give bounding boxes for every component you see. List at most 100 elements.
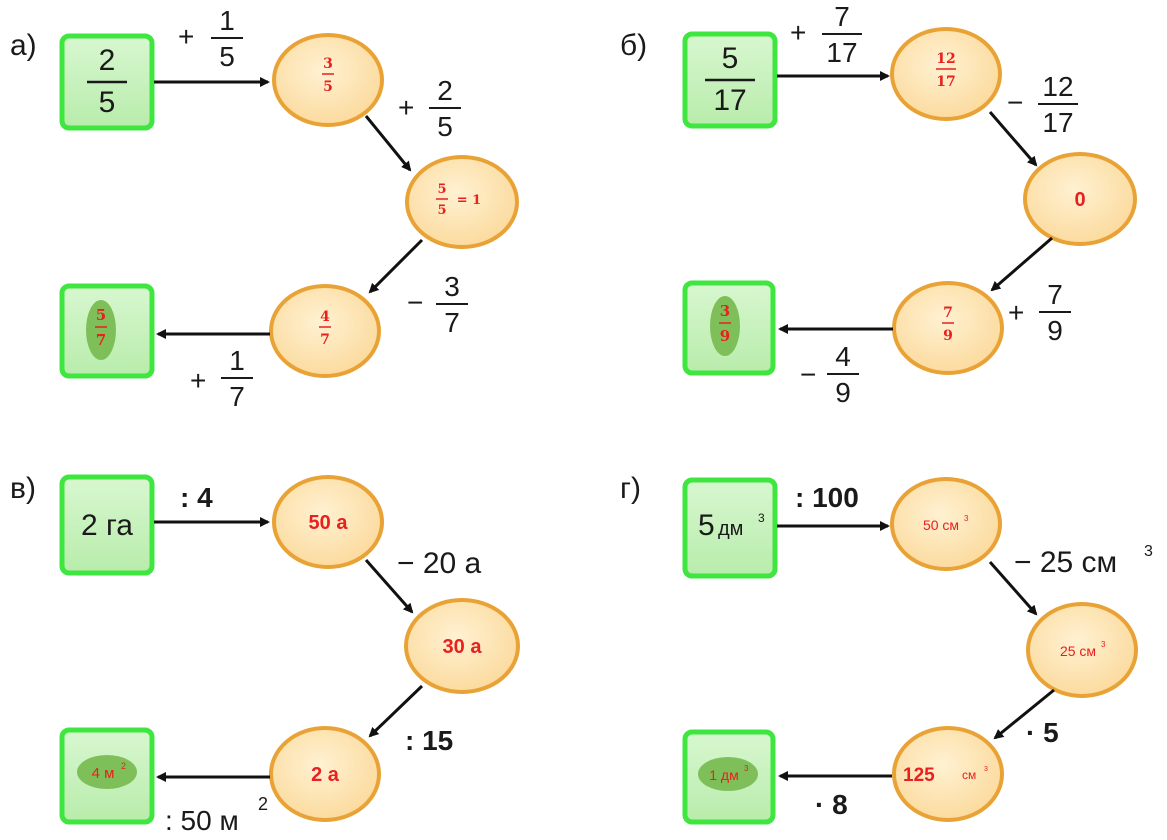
node-3: 7 9 — [892, 281, 1004, 375]
operation-2: + 2 5 — [398, 75, 461, 142]
start-numerator: 2 — [99, 44, 116, 77]
node-1: 50 см 3 — [890, 477, 1002, 571]
svg-text:3: 3 — [964, 514, 969, 523]
svg-text:−: − — [800, 359, 816, 390]
svg-text:7: 7 — [834, 1, 850, 32]
operation-3: + 7 9 — [1008, 279, 1071, 346]
svg-text:12: 12 — [1042, 71, 1073, 102]
svg-text:1: 1 — [229, 345, 245, 376]
diagram-v: в) 2 га : 4 50 а − 20 а 30 а : 15 2 а : … — [10, 472, 520, 836]
node-1: 3 5 — [272, 33, 384, 127]
node-1: 12 17 — [890, 27, 1002, 121]
svg-text:30 а: 30 а — [443, 636, 483, 658]
svg-text:3: 3 — [758, 511, 765, 525]
start-box: 2 га — [59, 474, 155, 576]
svg-text:3: 3 — [444, 271, 460, 302]
svg-text:3: 3 — [323, 56, 333, 72]
operation-3: · 5 — [1026, 717, 1059, 748]
node-2: 5 5 = 1 — [405, 155, 519, 249]
node-2: 25 см 3 — [1026, 602, 1138, 698]
svg-text:+: + — [790, 17, 806, 48]
operation-3: − 3 7 — [407, 271, 468, 338]
operation-2: − 12 17 — [1007, 71, 1078, 138]
svg-text:9: 9 — [720, 327, 730, 345]
svg-text:2: 2 — [437, 75, 453, 106]
svg-text:+: + — [398, 92, 414, 123]
diagram-b-label: б) — [620, 29, 647, 62]
svg-text:7: 7 — [229, 381, 245, 412]
diagram-b: б) 5 17 + 7 17 12 17 − 12 17 — [620, 1, 1137, 408]
svg-text:25 см: 25 см — [1060, 643, 1096, 659]
node-3: 2 а — [269, 726, 381, 822]
end-box: 1 дм 3 — [682, 729, 776, 825]
svg-text:2: 2 — [121, 761, 126, 771]
svg-text:3: 3 — [720, 302, 730, 320]
svg-text:5: 5 — [219, 41, 235, 72]
svg-text:0: 0 — [1074, 189, 1085, 211]
node-3: 125 см 3 — [892, 726, 1004, 822]
svg-text:17: 17 — [936, 74, 955, 90]
arrow-2 — [364, 559, 414, 614]
svg-text:7: 7 — [320, 332, 330, 348]
svg-text:1: 1 — [219, 5, 235, 36]
node-1: 50 а — [272, 475, 384, 569]
operation-1: : 100 — [795, 482, 859, 513]
start-box: 2 5 — [59, 33, 155, 131]
svg-text:1 дм: 1 дм — [709, 767, 738, 783]
svg-text:7: 7 — [444, 307, 460, 338]
svg-text:5: 5 — [323, 79, 333, 95]
node-3: 4 7 — [269, 284, 381, 378]
node-2: 0 — [1023, 152, 1137, 246]
svg-text:9: 9 — [835, 377, 851, 408]
svg-text:5: 5 — [96, 306, 106, 324]
svg-text:12: 12 — [936, 51, 955, 67]
svg-text:5: 5 — [698, 509, 715, 542]
operation-4: : 50 м 2 — [165, 794, 268, 836]
end-box: 3 9 — [682, 280, 776, 376]
diagram-a-label: а) — [10, 29, 37, 62]
svg-text:17: 17 — [1042, 107, 1073, 138]
svg-text:3: 3 — [744, 764, 749, 773]
operation-2: − 20 а — [397, 547, 482, 580]
svg-text:: 50 м: : 50 м — [165, 805, 239, 836]
svg-text:= 1: = 1 — [457, 193, 481, 208]
arrow-3 — [368, 684, 424, 738]
operation-2: − 25 см 3 — [1014, 543, 1153, 579]
svg-text:4 м: 4 м — [92, 765, 115, 782]
start-denominator: 5 — [99, 86, 116, 119]
start-box: 5 дм 3 — [682, 477, 778, 579]
start-box: 5 17 — [682, 31, 778, 129]
svg-text:7: 7 — [943, 305, 953, 321]
diagram-g: г) 5 дм 3 : 100 50 см 3 − 25 см 3 25 см … — [620, 472, 1153, 825]
operation-4: · 8 — [815, 789, 848, 820]
arrow-2 — [988, 561, 1038, 616]
svg-text:50 см: 50 см — [923, 517, 959, 533]
svg-text:3: 3 — [1144, 543, 1153, 560]
svg-text:3: 3 — [1101, 640, 1106, 649]
svg-text:+: + — [178, 21, 194, 52]
node-2: 30 а — [404, 598, 520, 694]
svg-text:5: 5 — [437, 182, 446, 197]
svg-text:125: 125 — [903, 765, 935, 786]
svg-text:17: 17 — [713, 84, 746, 117]
operation-1: + 1 5 — [178, 5, 243, 72]
svg-text:−: − — [407, 287, 423, 318]
svg-text:+: + — [190, 365, 206, 396]
svg-text:9: 9 — [1047, 315, 1063, 346]
svg-text:9: 9 — [943, 328, 953, 344]
svg-text:7: 7 — [96, 331, 106, 349]
svg-text:5: 5 — [722, 42, 739, 75]
arrow-3 — [368, 238, 424, 294]
svg-text:5: 5 — [437, 111, 453, 142]
svg-text:дм: дм — [718, 518, 743, 540]
svg-text:50 а: 50 а — [309, 512, 349, 534]
svg-text:2: 2 — [258, 794, 268, 814]
operation-4: − 4 9 — [800, 341, 859, 408]
operation-1: + 7 17 — [790, 1, 862, 68]
svg-text:4: 4 — [835, 341, 851, 372]
end-box: 5 7 — [59, 283, 155, 379]
operation-3: : 15 — [405, 725, 453, 756]
svg-text:7: 7 — [1047, 279, 1063, 310]
arrow-3 — [990, 236, 1053, 292]
svg-text:см: см — [962, 768, 976, 782]
